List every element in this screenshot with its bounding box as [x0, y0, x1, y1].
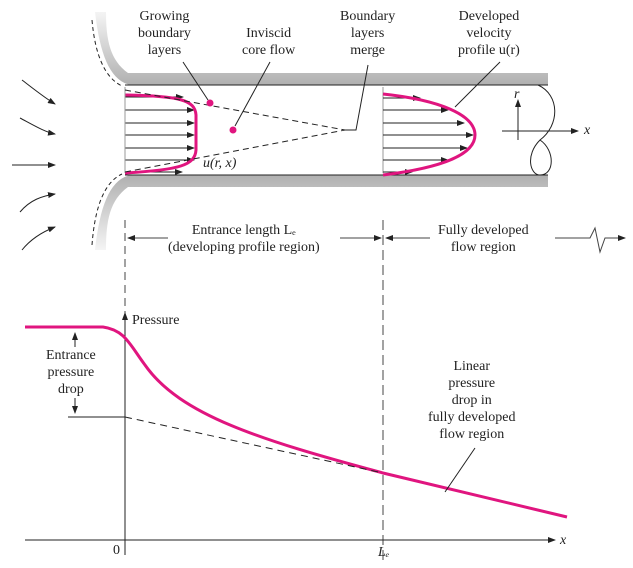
linear-extrapolation — [124, 416, 384, 474]
label-line: core flow — [242, 43, 296, 58]
label-line: Developed — [458, 9, 520, 24]
label-line: (developing profile region) — [168, 240, 320, 255]
entrance-length-label: Entrance length Lₑ (developing profile re… — [168, 222, 320, 256]
core-flow-marker — [229, 126, 237, 134]
label-line: flow region — [450, 240, 516, 255]
label-line: Entrance length Lₑ — [191, 223, 296, 238]
leader-lines — [182, 61, 501, 131]
le-tick-label: Lₑ — [378, 545, 390, 560]
label-line: Linear — [453, 359, 490, 374]
label-line: Fully developed — [438, 223, 529, 238]
r-axis-label: r — [514, 87, 520, 102]
label-line: drop in — [451, 393, 492, 408]
origin-label: 0 — [113, 543, 120, 558]
label-line: flow region — [439, 427, 505, 442]
label-line: merge — [350, 43, 385, 58]
x-axis-bottom-label: x — [560, 533, 567, 548]
u-rx-label: u(r, x) — [203, 156, 237, 171]
developed-velocity-profile — [383, 95, 474, 175]
pressure-curve — [25, 325, 568, 519]
developing-velocity-profile — [125, 94, 195, 175]
linear-drop-label: Linear pressure drop in fully developed flow… — [428, 358, 515, 443]
inflow-arrows — [12, 79, 56, 251]
merge-label: Boundary layers merge — [340, 8, 395, 59]
label-line: Inviscid — [246, 26, 292, 41]
label-line: Entrance — [46, 348, 96, 363]
label-line: layers — [147, 43, 182, 58]
growing-bl-label: Growing boundary layers — [138, 8, 191, 59]
fully-developed-label: Fully developed flow region — [438, 222, 529, 256]
boundary-layer-edge — [124, 89, 346, 173]
label-line: fully developed — [428, 410, 516, 425]
region-dimension — [124, 220, 626, 560]
label-line: pressure — [448, 376, 496, 391]
label-line: boundary — [138, 26, 191, 41]
x-axis-top-label: x — [584, 123, 591, 138]
pressure-graph — [25, 312, 568, 555]
inviscid-label: Inviscid core flow — [242, 25, 295, 59]
label-line: pressure — [47, 365, 95, 380]
label-line: Growing — [139, 9, 190, 24]
label-line: layers — [350, 26, 385, 41]
label-line: drop — [58, 382, 84, 397]
label-line: profile u(r) — [458, 43, 520, 58]
label-line: Boundary — [340, 9, 396, 24]
entrance-drop-label: Entrance pressure drop — [46, 347, 96, 398]
developing-profile-curve — [124, 93, 198, 175]
label-line: velocity — [466, 26, 512, 41]
growing-bl-marker — [206, 99, 214, 107]
parabolic-profile-curve — [382, 92, 477, 177]
developed-label: Developed velocity profile u(r) — [458, 8, 520, 59]
pressure-axis-label: Pressure — [132, 313, 180, 328]
